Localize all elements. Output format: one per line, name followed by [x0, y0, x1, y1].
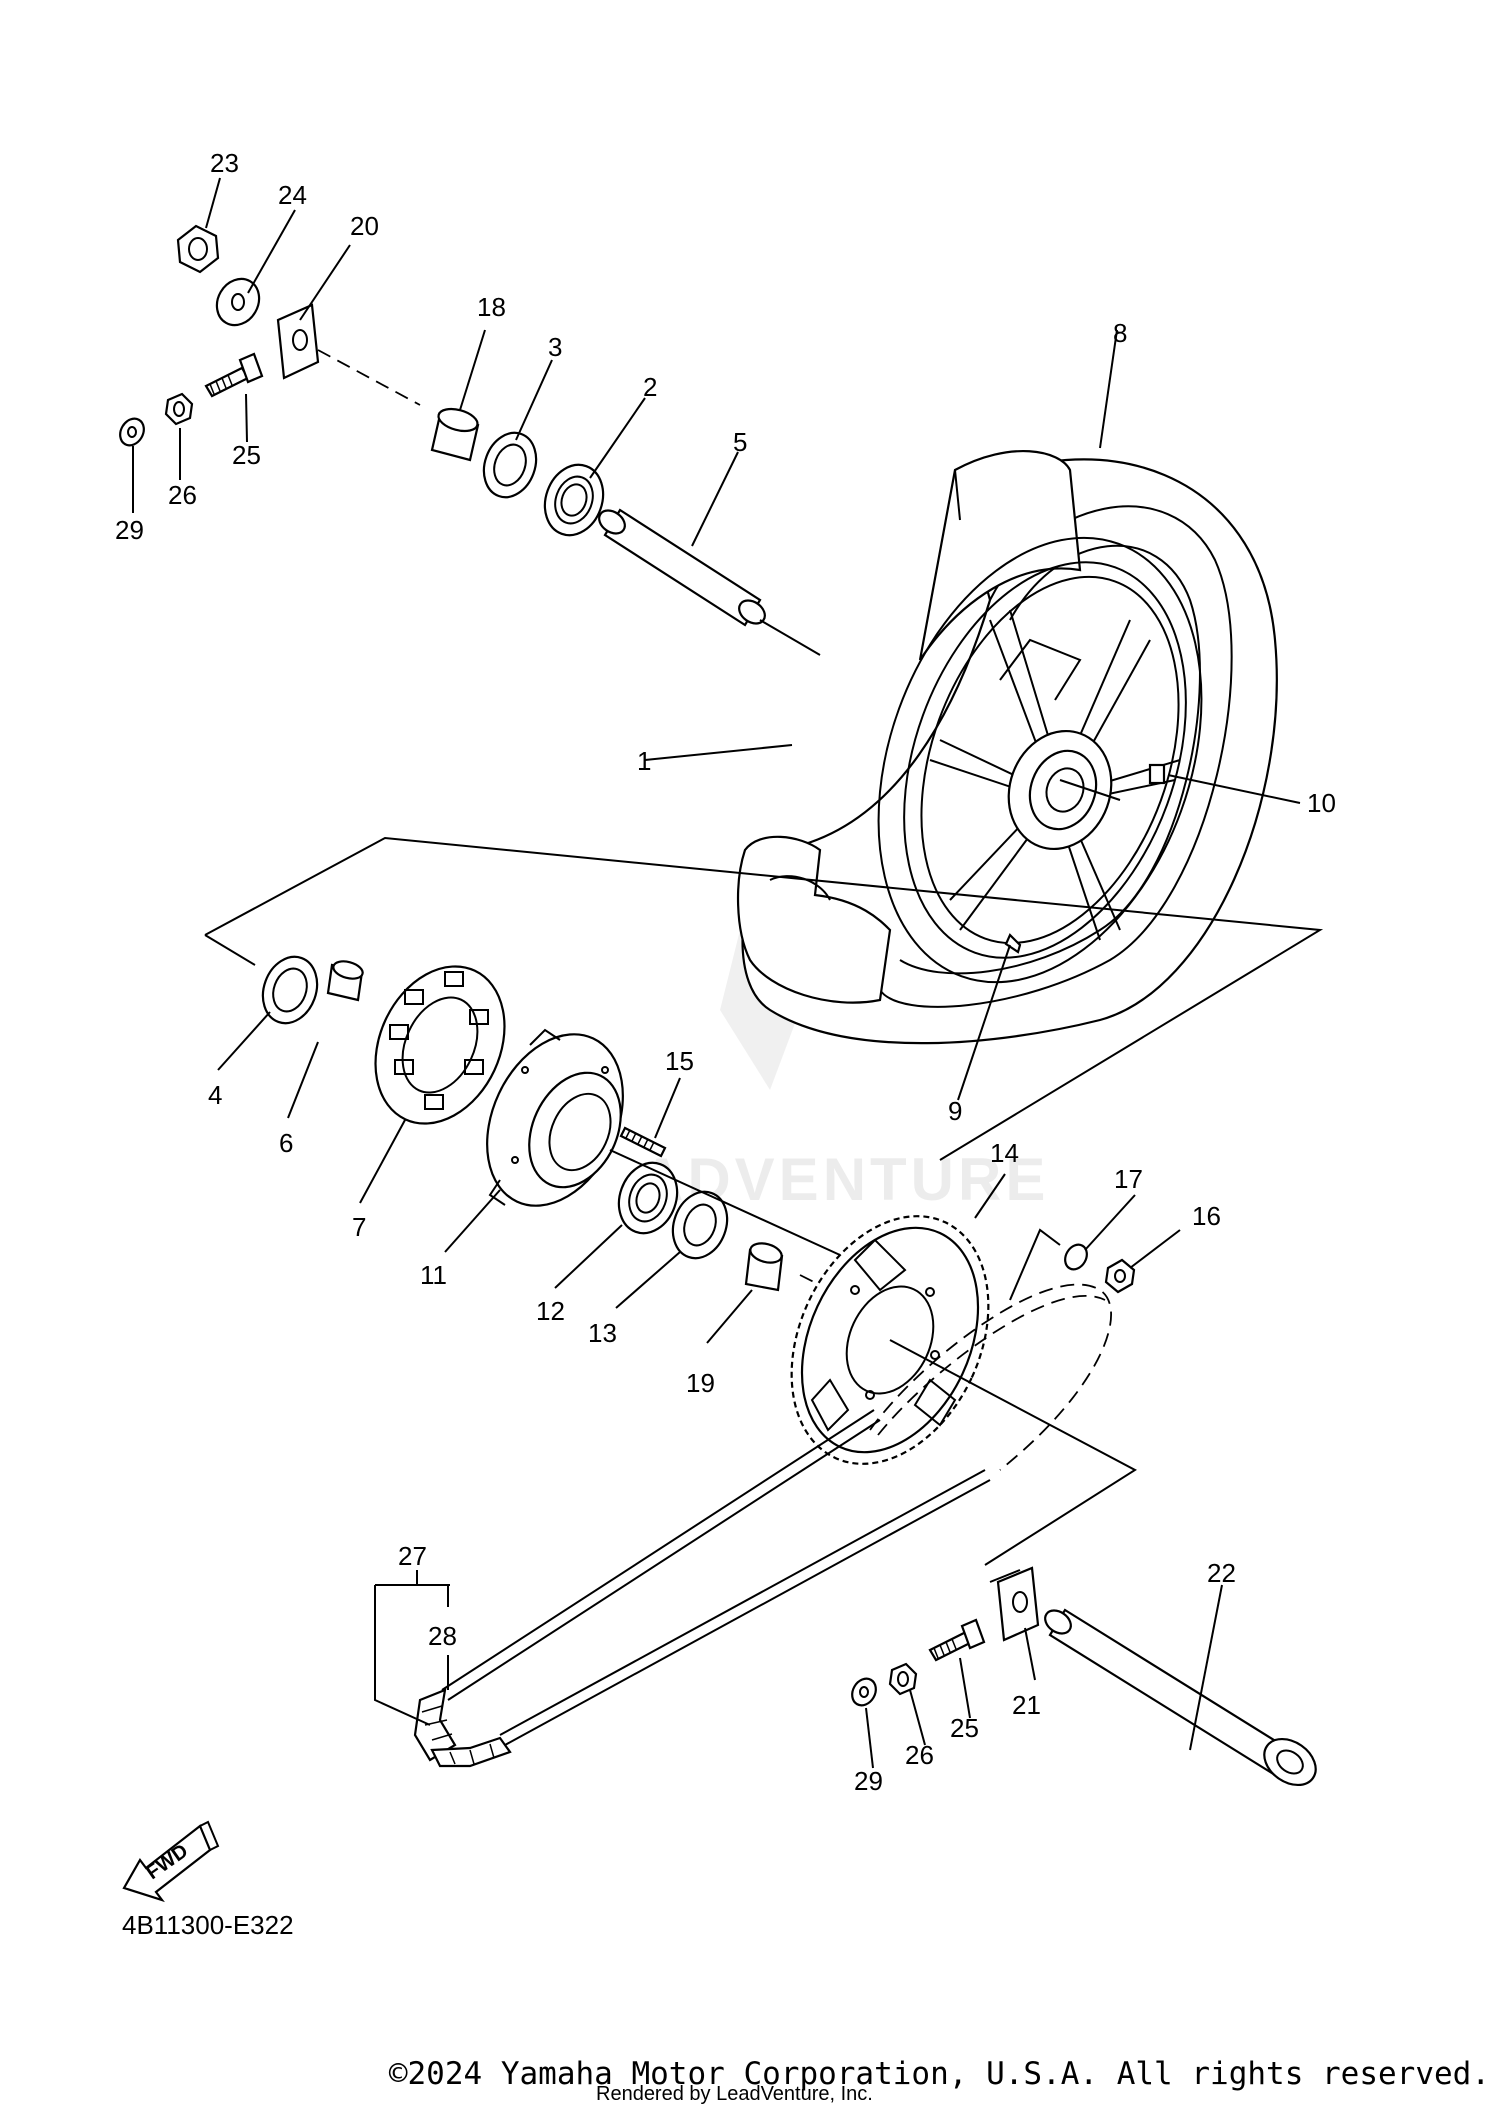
callout-11: 11: [420, 1260, 447, 1290]
callout-27: 27: [398, 1541, 427, 1571]
callout-10: 10: [1307, 788, 1336, 818]
callout-20: 20: [350, 211, 379, 241]
callout-28: 28: [428, 1621, 457, 1651]
collar-19: [744, 1242, 784, 1292]
rear-wheel: [736, 450, 1278, 1045]
rendered-by-credit: Rendered by LeadVenture, Inc.: [596, 2083, 873, 2105]
adjuster-plate-20: [276, 303, 320, 380]
bearing-4: [261, 955, 319, 1025]
oil-seal-3: [482, 431, 538, 499]
callout-9: 9: [948, 1096, 962, 1126]
nut-16: [1104, 1258, 1136, 1294]
collar-5: [598, 508, 766, 627]
callout-25-lower: 25: [950, 1713, 979, 1743]
nut-26-lower: [888, 1662, 918, 1696]
callout-5: 5: [733, 427, 747, 457]
callout-15: 15: [665, 1046, 694, 1076]
callout-12: 12: [536, 1296, 565, 1326]
washer-24: [215, 277, 261, 327]
callout-21: 21: [1012, 1690, 1041, 1720]
callout-8: 8: [1113, 318, 1127, 348]
callout-17: 17: [1114, 1164, 1143, 1194]
callout-29-upper: 29: [115, 515, 144, 545]
callout-4: 4: [208, 1080, 222, 1110]
callout-13: 13: [588, 1318, 617, 1348]
assembly-outline-lower: [889, 1339, 1137, 1566]
callout-22: 22: [1207, 1558, 1236, 1588]
callout-labels: 23 24 20 18 3 2 5 8 1 10 9 25 26 29 4 6 …: [115, 148, 1336, 1796]
collar-6: [326, 960, 364, 1002]
washer-29-upper: [119, 417, 145, 447]
collar-18: [430, 407, 480, 462]
oil-seal-13: [671, 1190, 729, 1260]
bearing-12: [617, 1161, 679, 1235]
drive-chain-27: [413, 1283, 1112, 1768]
callout-14: 14: [990, 1138, 1019, 1168]
callout-18: 18: [477, 292, 506, 322]
callout-16: 16: [1192, 1201, 1221, 1231]
bolt-25-lower: [928, 1618, 986, 1662]
axle-22: [1044, 1608, 1317, 1787]
adjuster-plate-21: [996, 1566, 1040, 1642]
nut-26-upper: [164, 392, 194, 426]
hub-damper-7: [374, 965, 506, 1125]
bearing-2: [543, 463, 605, 537]
washer-29-lower: [851, 1677, 877, 1707]
callout-29-lower: 29: [854, 1766, 883, 1796]
stud-bolt-15: [619, 1126, 667, 1158]
callout-23: 23: [210, 148, 239, 178]
washer-17: [1064, 1243, 1088, 1271]
callout-2: 2: [643, 372, 657, 402]
callout-3: 3: [548, 332, 562, 362]
callout-6: 6: [279, 1128, 293, 1158]
sprocket-hub-11: [486, 1028, 624, 1207]
nut-23: [176, 224, 220, 274]
callout-7: 7: [352, 1212, 366, 1242]
callout-1: 1: [637, 746, 651, 776]
assembly-outline-upper: [204, 836, 1324, 1161]
fwd-arrow-icon: FWD: [122, 1820, 220, 1903]
leader-lines: [132, 177, 1301, 1769]
bolt-25-upper: [204, 352, 264, 398]
callout-19: 19: [686, 1368, 715, 1398]
callout-24: 24: [278, 180, 307, 210]
callout-26-upper: 26: [168, 480, 197, 510]
callout-26-lower: 26: [905, 1740, 934, 1770]
diagram-code: 4B11300-E322: [122, 1910, 294, 1940]
copyright-notice: ©2024 Yamaha Motor Corporation, U.S.A. A…: [388, 2056, 1490, 2092]
callout-25-upper: 25: [232, 440, 261, 470]
